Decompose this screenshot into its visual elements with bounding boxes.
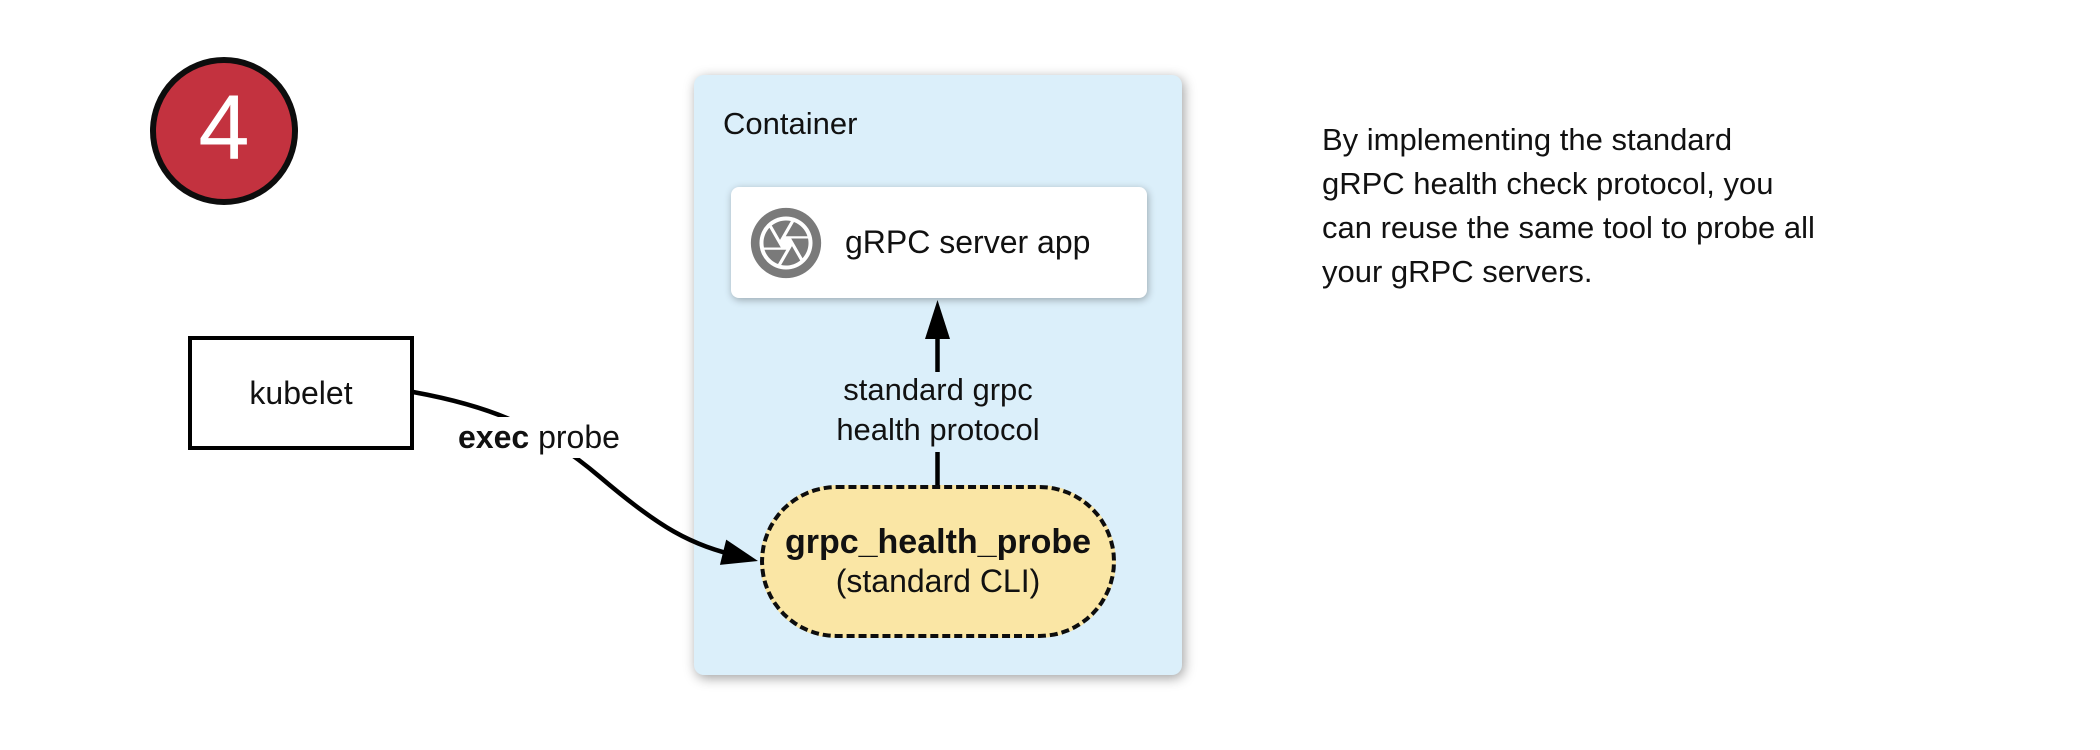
camera-aperture-icon bbox=[750, 207, 822, 278]
grpc-health-probe-pill: grpc_health_probe (standard CLI) bbox=[760, 485, 1116, 638]
note-line: gRPC health check protocol, you bbox=[1322, 166, 1774, 201]
grpc-server-app-label: gRPC server app bbox=[845, 224, 1091, 260]
note-line: By implementing the standard bbox=[1322, 122, 1733, 157]
kubelet-box: kubelet bbox=[188, 336, 414, 450]
exec-probe-label-rest: probe bbox=[529, 419, 620, 455]
note-line: can reuse the same tool to probe all bbox=[1322, 210, 1815, 245]
kubelet-label: kubelet bbox=[249, 374, 353, 411]
note-text: By implementing the standard gRPC health… bbox=[1322, 118, 1815, 294]
step-number: 4 bbox=[198, 77, 250, 179]
health-protocol-label-line1: standard grpc bbox=[843, 372, 1033, 407]
grpc-health-probe-subtitle: (standard CLI) bbox=[835, 563, 1041, 599]
health-protocol-label-line2: health protocol bbox=[836, 412, 1040, 447]
grpc-health-probe-name: grpc_health_probe bbox=[784, 523, 1092, 561]
step-number-badge: 4 bbox=[150, 57, 298, 205]
exec-probe-label-bold: exec bbox=[458, 419, 530, 455]
health-protocol-label: standard grpc health protocol bbox=[836, 370, 1039, 450]
container-title: Container bbox=[723, 106, 858, 141]
grpc-server-app-box: gRPC server app bbox=[731, 187, 1147, 298]
exec-probe-label: exec probe bbox=[452, 417, 626, 458]
note-line: your gRPC servers. bbox=[1322, 254, 1593, 289]
